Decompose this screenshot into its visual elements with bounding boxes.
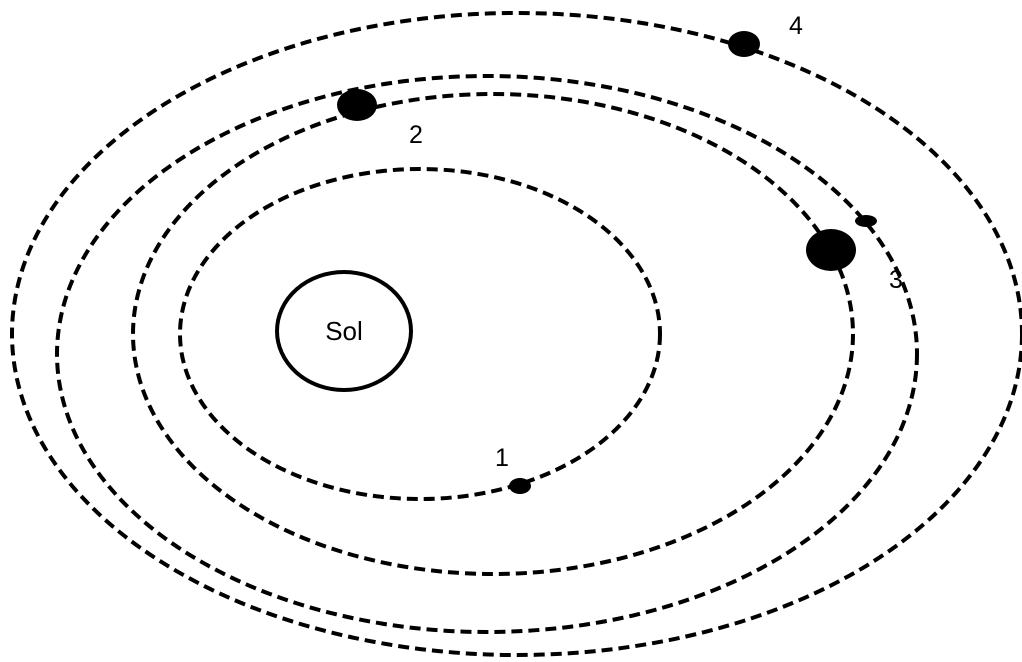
planet-4-label: 4 xyxy=(789,12,803,40)
planet-3 xyxy=(806,229,856,271)
planet-3-label: 3 xyxy=(889,266,903,294)
sun xyxy=(275,270,413,392)
orbit-4 xyxy=(10,11,1022,657)
orbit-1 xyxy=(178,167,662,501)
planet-2 xyxy=(337,89,377,121)
orbit-2 xyxy=(131,92,855,576)
planet-3-moon xyxy=(855,215,877,227)
sun-label: Sol xyxy=(325,316,363,346)
planet-2-label: 2 xyxy=(409,121,423,149)
planet-1-label: 1 xyxy=(495,444,509,472)
planet-1 xyxy=(509,478,531,494)
planet-4 xyxy=(728,31,760,57)
orbit-3 xyxy=(55,74,919,634)
